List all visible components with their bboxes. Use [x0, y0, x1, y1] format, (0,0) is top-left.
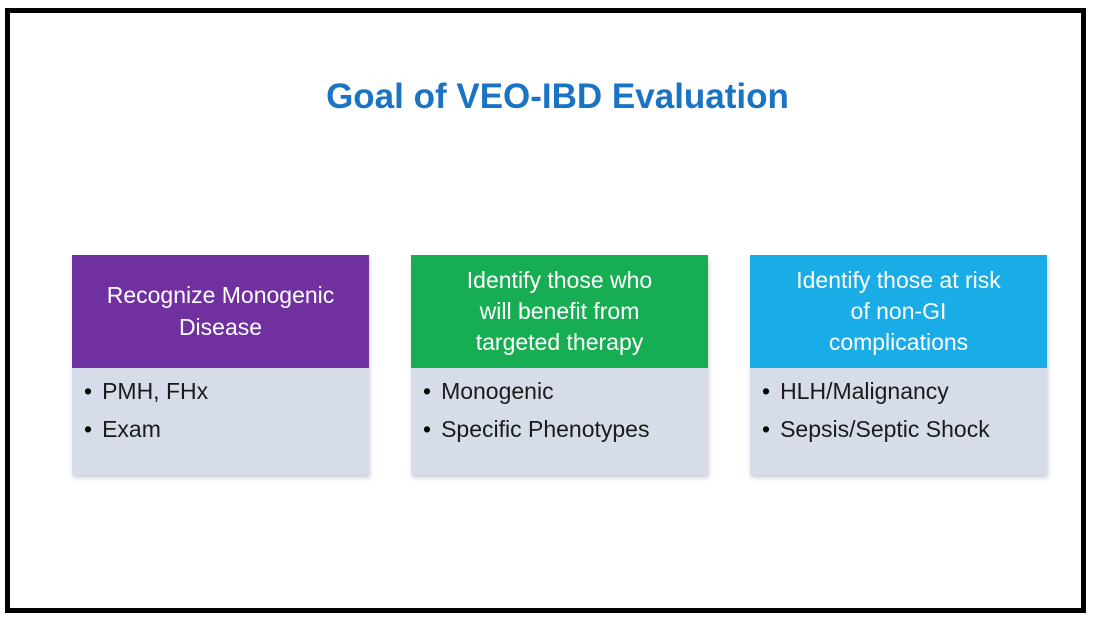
bullet-item: • Monogenic: [423, 380, 700, 403]
bullet-marker: •: [423, 378, 432, 404]
bullet-item: • Sepsis/Septic Shock: [762, 418, 1039, 441]
column-bullet-list: • PMH, FHx • Exam: [72, 368, 369, 475]
column-header: Recognize Monogenic Disease: [72, 255, 369, 368]
bullet-item: • Exam: [84, 418, 361, 441]
bullet-text: Monogenic: [441, 378, 554, 404]
column-bullet-list: • HLH/Malignancy • Sepsis/Septic Shock: [750, 368, 1047, 475]
column-non-gi-complications: Identify those at risk of non-GI complic…: [750, 255, 1047, 475]
bullet-marker: •: [762, 378, 771, 404]
slide-frame: Goal of VEO-IBD Evaluation Recognize Mon…: [5, 8, 1086, 613]
bullet-item: • HLH/Malignancy: [762, 380, 1039, 403]
bullet-marker: •: [84, 416, 93, 442]
bullet-marker: •: [762, 416, 771, 442]
bullet-text: Exam: [102, 416, 161, 442]
column-recognize-monogenic-disease: Recognize Monogenic Disease • PMH, FHx •…: [72, 255, 369, 475]
columns-row: Recognize Monogenic Disease • PMH, FHx •…: [72, 255, 1047, 475]
slide-title: Goal of VEO-IBD Evaluation: [326, 77, 789, 116]
bullet-item: • PMH, FHx: [84, 380, 361, 403]
bullet-text: Specific Phenotypes: [441, 416, 650, 442]
bullet-item: • Specific Phenotypes: [423, 418, 700, 441]
bullet-marker: •: [423, 416, 432, 442]
column-header: Identify those at risk of non-GI complic…: [750, 255, 1047, 368]
bullet-text: PMH, FHx: [102, 378, 209, 404]
column-bullet-list: • Monogenic • Specific Phenotypes: [411, 368, 708, 475]
column-header: Identify those who will benefit from tar…: [411, 255, 708, 368]
bullet-marker: •: [84, 378, 93, 404]
column-targeted-therapy: Identify those who will benefit from tar…: [411, 255, 708, 475]
bullet-text: Sepsis/Septic Shock: [780, 416, 990, 442]
bullet-text: HLH/Malignancy: [780, 378, 949, 404]
